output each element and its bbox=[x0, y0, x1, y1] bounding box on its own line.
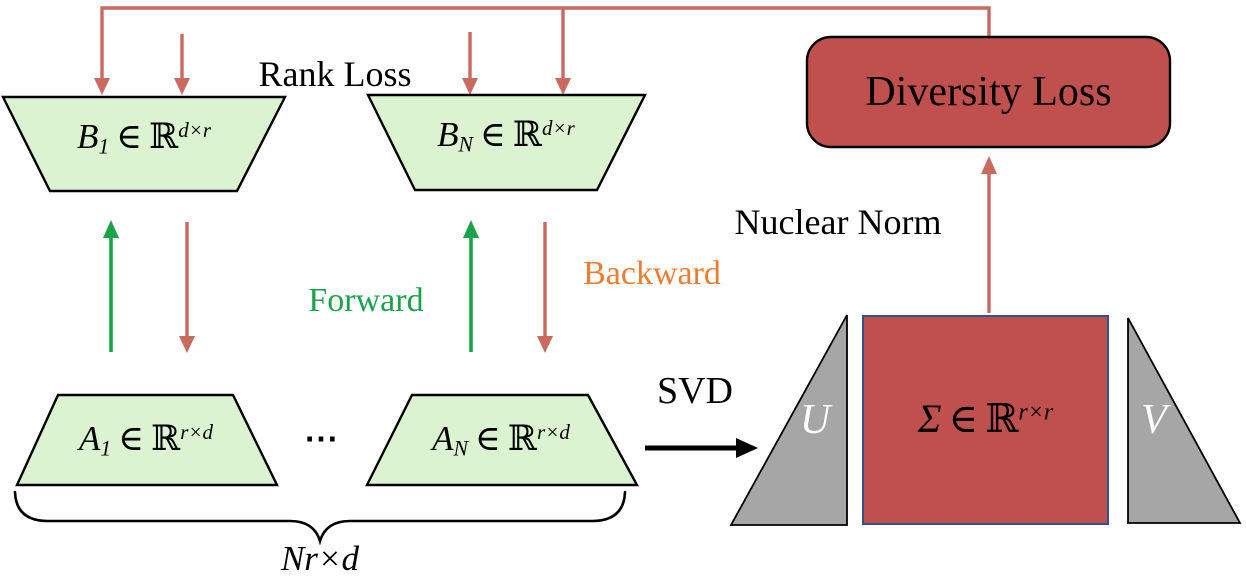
matrix-sigma-label: Σ∈ℝr×r bbox=[917, 396, 1054, 441]
diversity-feedback-line bbox=[100, 6, 991, 80]
backward-label: Backward bbox=[583, 255, 721, 292]
backward-arrowhead-an-icon bbox=[537, 336, 553, 353]
matrix-a1-label: A1∈ℝr×d bbox=[78, 419, 214, 461]
forward-label: Forward bbox=[308, 282, 424, 319]
matrix-sigma-square bbox=[862, 315, 1109, 525]
brace-dimension-label: Nr×d bbox=[280, 539, 360, 578]
matrix-v-label: V bbox=[1141, 397, 1167, 443]
forward-arrowhead-b1-icon bbox=[103, 220, 119, 238]
feedback-arrowhead-bn-icon bbox=[555, 78, 571, 95]
nuclear-norm-label: Nuclear Norm bbox=[734, 202, 942, 242]
rank-loss-label: Rank Loss bbox=[258, 54, 412, 94]
diversity-loss-label: Diversity Loss bbox=[807, 37, 1170, 147]
matrix-an-trapezoid bbox=[365, 393, 640, 487]
ellipsis-dots: ⋯ bbox=[304, 421, 340, 458]
matrix-bn-trapezoid bbox=[366, 93, 647, 192]
rank-loss-arrowhead-bn-icon bbox=[462, 78, 478, 95]
matrix-bn-label: BN∈ℝd×r bbox=[437, 115, 575, 157]
forward-arrowhead-bn-icon bbox=[463, 220, 479, 238]
matrix-a1-trapezoid bbox=[15, 393, 279, 487]
backward-arrowhead-a1-icon bbox=[179, 336, 195, 353]
matrix-b1-trapezoid bbox=[1, 95, 287, 193]
svd-arrowhead-icon bbox=[736, 438, 758, 458]
diversity-loss-text: Diversity Loss bbox=[865, 69, 1112, 115]
diversity-loss-box bbox=[805, 35, 1172, 149]
matrix-v-triangle bbox=[1127, 317, 1242, 524]
underbrace bbox=[13, 490, 627, 546]
matrix-u-triangle bbox=[729, 314, 848, 526]
nuclear-norm-arrowhead-icon bbox=[981, 156, 997, 174]
matrix-an-label: AN∈ℝr×d bbox=[432, 419, 570, 461]
rank-loss-arrowhead-b1-icon bbox=[174, 78, 190, 95]
svd-label: SVD bbox=[656, 370, 734, 412]
feedback-arrowhead-b1-icon bbox=[94, 78, 110, 95]
matrix-u-label: U bbox=[799, 397, 831, 443]
matrix-b1-label: B1∈ℝd×r bbox=[76, 117, 212, 159]
